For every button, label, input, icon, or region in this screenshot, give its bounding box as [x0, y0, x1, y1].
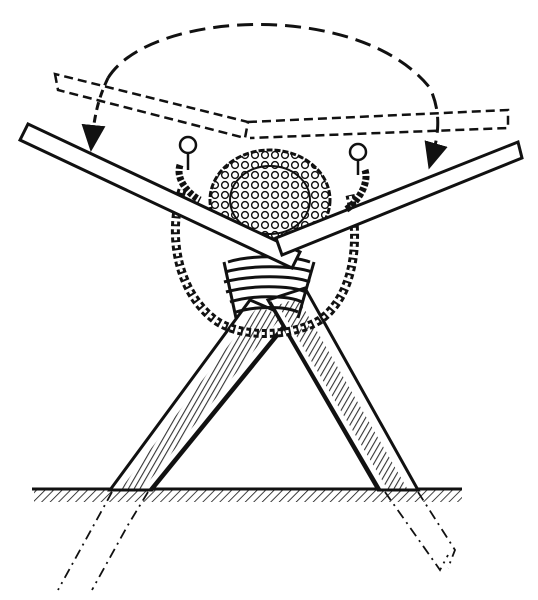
motion-arc	[81, 23, 448, 170]
hook-ring-right	[343, 142, 370, 214]
left-pole	[107, 298, 295, 492]
right-lever-bar	[274, 139, 524, 257]
lever-bar-upper-position	[53, 72, 510, 140]
left-lever-bar	[17, 122, 303, 270]
hook-ring-left	[175, 135, 202, 204]
right-pole	[265, 286, 421, 492]
rope-lashing	[222, 255, 316, 319]
buried-pole-outline	[57, 491, 457, 591]
chain-loop	[170, 188, 360, 338]
